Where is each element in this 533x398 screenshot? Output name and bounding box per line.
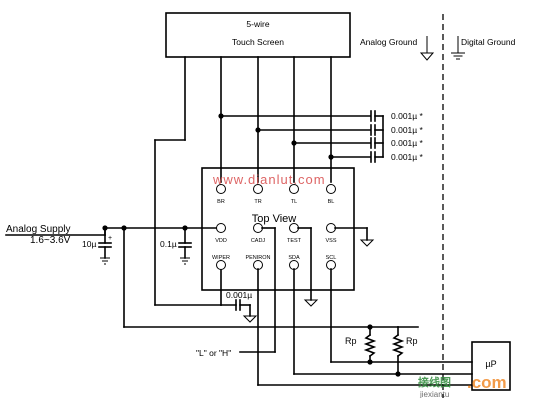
watermark: www.dianlut.com 接线图 .com jiexiantu [212, 172, 507, 398]
bypass-capacitor: 0.1µ [160, 227, 192, 265]
pullup-rail [121, 225, 419, 330]
pen-capacitor: 0.001µ [220, 290, 258, 323]
watermark-top: www.dianlut.com [212, 172, 326, 187]
digital-ground-icon [451, 52, 465, 60]
decoupling-capacitors: 0.001µ * 0.001µ * 0.001µ * 0.001µ * [370, 110, 424, 163]
touch-screen-block: 5-wire Touch Screen [165, 12, 351, 58]
pullup-resistor-2: Rp [391, 326, 418, 375]
bus-lines [239, 227, 473, 386]
decoupling-cap-1-label: 0.001µ * [391, 111, 424, 121]
pin-bl: BL [328, 199, 335, 205]
chip-top-pins: BR TR TL BL [216, 184, 336, 205]
pin-peniron: PENIRON [245, 255, 270, 261]
supply-name: Analog Supply [6, 224, 71, 235]
digital-ground-label: Digital Ground [461, 37, 516, 47]
pin-sda: SDA [288, 255, 300, 261]
pin-scl: SCL [326, 255, 337, 261]
pin-vdd: VDD [215, 238, 227, 244]
bulk-cap-label: 10µ [82, 239, 96, 249]
chip-title: Top View [252, 213, 296, 225]
test-ground [297, 227, 319, 307]
bulk-capacitor: 10µ + [82, 227, 112, 265]
pin-test: TEST [287, 238, 302, 244]
analog-ground-icon [419, 52, 435, 61]
screen-wires [154, 56, 332, 306]
cap-taps [218, 113, 371, 160]
pin-tr: TR [254, 199, 261, 205]
watermark-subtext: jiexiantu [419, 390, 449, 398]
decoupling-cap-4-label: 0.001µ * [391, 152, 424, 162]
microprocessor-label: µP [485, 359, 496, 369]
decoupling-cap-3-label: 0.001µ * [391, 138, 424, 148]
pin-br: BR [217, 199, 225, 205]
pen-cap-label: 0.001µ [226, 290, 252, 300]
chip-middle-pins: VDD CADJ TEST VSS [215, 223, 337, 244]
pullup-resistors: Rp Rp [345, 326, 418, 375]
pullup-resistor-1: Rp [345, 326, 377, 363]
touch-screen-title: 5-wire [246, 19, 269, 29]
decoupling-cap-2-label: 0.001µ * [391, 125, 424, 135]
supply-range: 1.6~3.6V [30, 235, 71, 246]
pen-cap-ground-icon [242, 315, 258, 323]
test-ground-icon [303, 299, 319, 307]
vss-ground-icon [359, 239, 375, 247]
analog-ground-label: Analog Ground [360, 37, 417, 47]
pullup-label-1: Rp [345, 336, 357, 346]
watermark-brand: .com [467, 373, 507, 392]
decoupling-cap-1: 0.001µ * [370, 110, 424, 122]
controller-chip: Top View BR TR TL BL VDD CADJ TEST VSS [201, 167, 355, 291]
decoupling-cap-2: 0.001µ * [370, 124, 424, 136]
chip-bottom-pins: WIPER PENIRON SDA SCL [212, 255, 336, 270]
decoupling-cap-4: 0.001µ * [370, 151, 424, 163]
pin-vss: VSS [325, 238, 336, 244]
pin-cadj: CADJ [251, 238, 266, 244]
vss-ground [334, 227, 375, 247]
bypass-cap-label: 0.1µ [160, 239, 177, 249]
pullup-label-2: Rp [406, 336, 418, 346]
bulk-cap-plus: + [108, 235, 112, 242]
microprocessor: µP [471, 341, 511, 391]
pin-tl: TL [291, 199, 297, 205]
watermark-chinese: 接线图 [418, 375, 451, 389]
pin-wiper: WIPER [212, 255, 230, 261]
logic-level-label: "L" or "H" [196, 348, 231, 358]
decoupling-cap-3: 0.001µ * [370, 137, 424, 149]
touch-screen-subtitle: Touch Screen [232, 37, 284, 47]
ground-reference-area: Analog Ground Digital Ground [360, 14, 516, 398]
